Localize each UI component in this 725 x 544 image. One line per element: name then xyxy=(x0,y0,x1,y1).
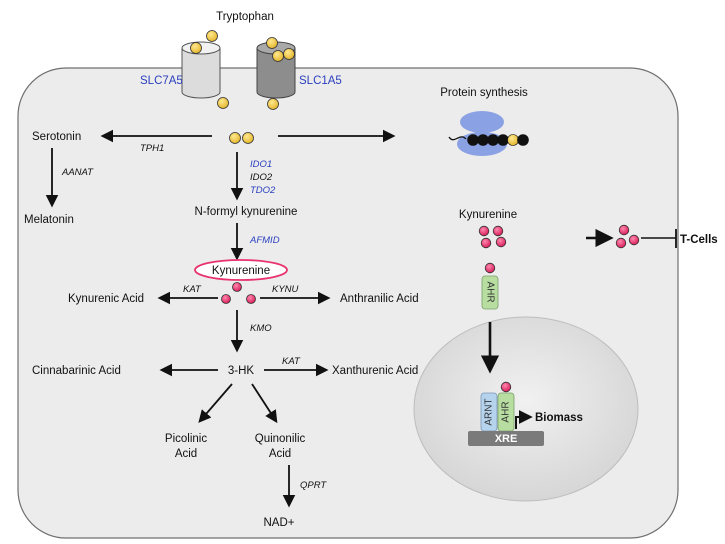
tdo2-label: TDO2 xyxy=(250,185,276,196)
kynurenic-acid-label: Kynurenic Acid xyxy=(68,293,144,305)
slc1a5-label: SLC1A5 xyxy=(299,75,342,87)
arnt-label: ARNT xyxy=(484,398,495,425)
kynu-label: KYNU xyxy=(272,284,299,295)
picolinic-acid-label-line1: Picolinic xyxy=(165,433,207,445)
quinolinic-acid-label-line1: Quinonilic xyxy=(255,433,306,445)
slc7a5-label: SLC7A5 xyxy=(140,75,183,87)
kynurenine-nuclear-ligand xyxy=(500,381,512,393)
kmo-label: KMO xyxy=(250,323,272,334)
protein-synthesis-label: Protein synthesis xyxy=(440,87,528,99)
aanat-label: AANAT xyxy=(61,167,94,178)
qprt-label: QPRT xyxy=(300,480,327,491)
serotonin-label: Serotonin xyxy=(32,131,81,143)
melatonin-label: Melatonin xyxy=(24,214,74,226)
kynurenine-tcell-molecules xyxy=(615,224,640,249)
nad-label: NAD+ xyxy=(264,517,295,529)
arrow-to-quinolinic-acid xyxy=(251,383,278,424)
ribosome-icon xyxy=(448,111,529,156)
anthranilic-acid-label: Anthranilic Acid xyxy=(340,293,419,305)
3hk-label: 3-HK xyxy=(228,365,255,377)
picolinic-acid-label-line2: Acid xyxy=(175,448,197,460)
kynurenine-highlight xyxy=(194,259,288,281)
ahr-nuclear-label: AHR xyxy=(501,401,512,422)
cinnabarinic-acid-label: Cinnabarinic Acid xyxy=(32,365,121,377)
nucleus xyxy=(413,316,639,502)
n-formyl-kynurenine-label: N-formyl kynurenine xyxy=(195,206,298,218)
kat-label-2: KAT xyxy=(282,356,301,367)
kynurenine-ligand xyxy=(484,262,496,274)
ido2-label: IDO2 xyxy=(250,172,273,183)
kat-label-1: KAT xyxy=(183,284,202,295)
kynurenine-right-molecules xyxy=(478,225,507,249)
xre-dna xyxy=(468,431,544,446)
arrow-to-picolinic-acid xyxy=(198,383,233,423)
xanthurenic-acid-label: Xanthurenic Acid xyxy=(332,365,418,377)
tph1-label: TPH1 xyxy=(140,143,164,154)
afmid-label: AFMID xyxy=(249,235,280,246)
quinolinic-acid-label-line2: Acid xyxy=(269,448,291,460)
kynurenine-molecules xyxy=(221,282,256,304)
kynurenine-right-label: Kynurenine xyxy=(459,209,517,221)
ahr-receptor xyxy=(481,275,499,310)
transcription-arrow xyxy=(515,410,533,429)
ahr-label: AHR xyxy=(484,281,495,302)
tryptophan-label: Tryptophan xyxy=(216,11,274,23)
biomass-label: Biomass xyxy=(535,412,583,424)
xre-label: XRE xyxy=(495,433,518,445)
tryptophan-molecules xyxy=(190,30,295,144)
t-cells-label: T-Cells xyxy=(680,234,718,246)
ido1-label: IDO1 xyxy=(250,159,272,170)
kynurenine-center-label: Kynurenine xyxy=(212,265,270,277)
